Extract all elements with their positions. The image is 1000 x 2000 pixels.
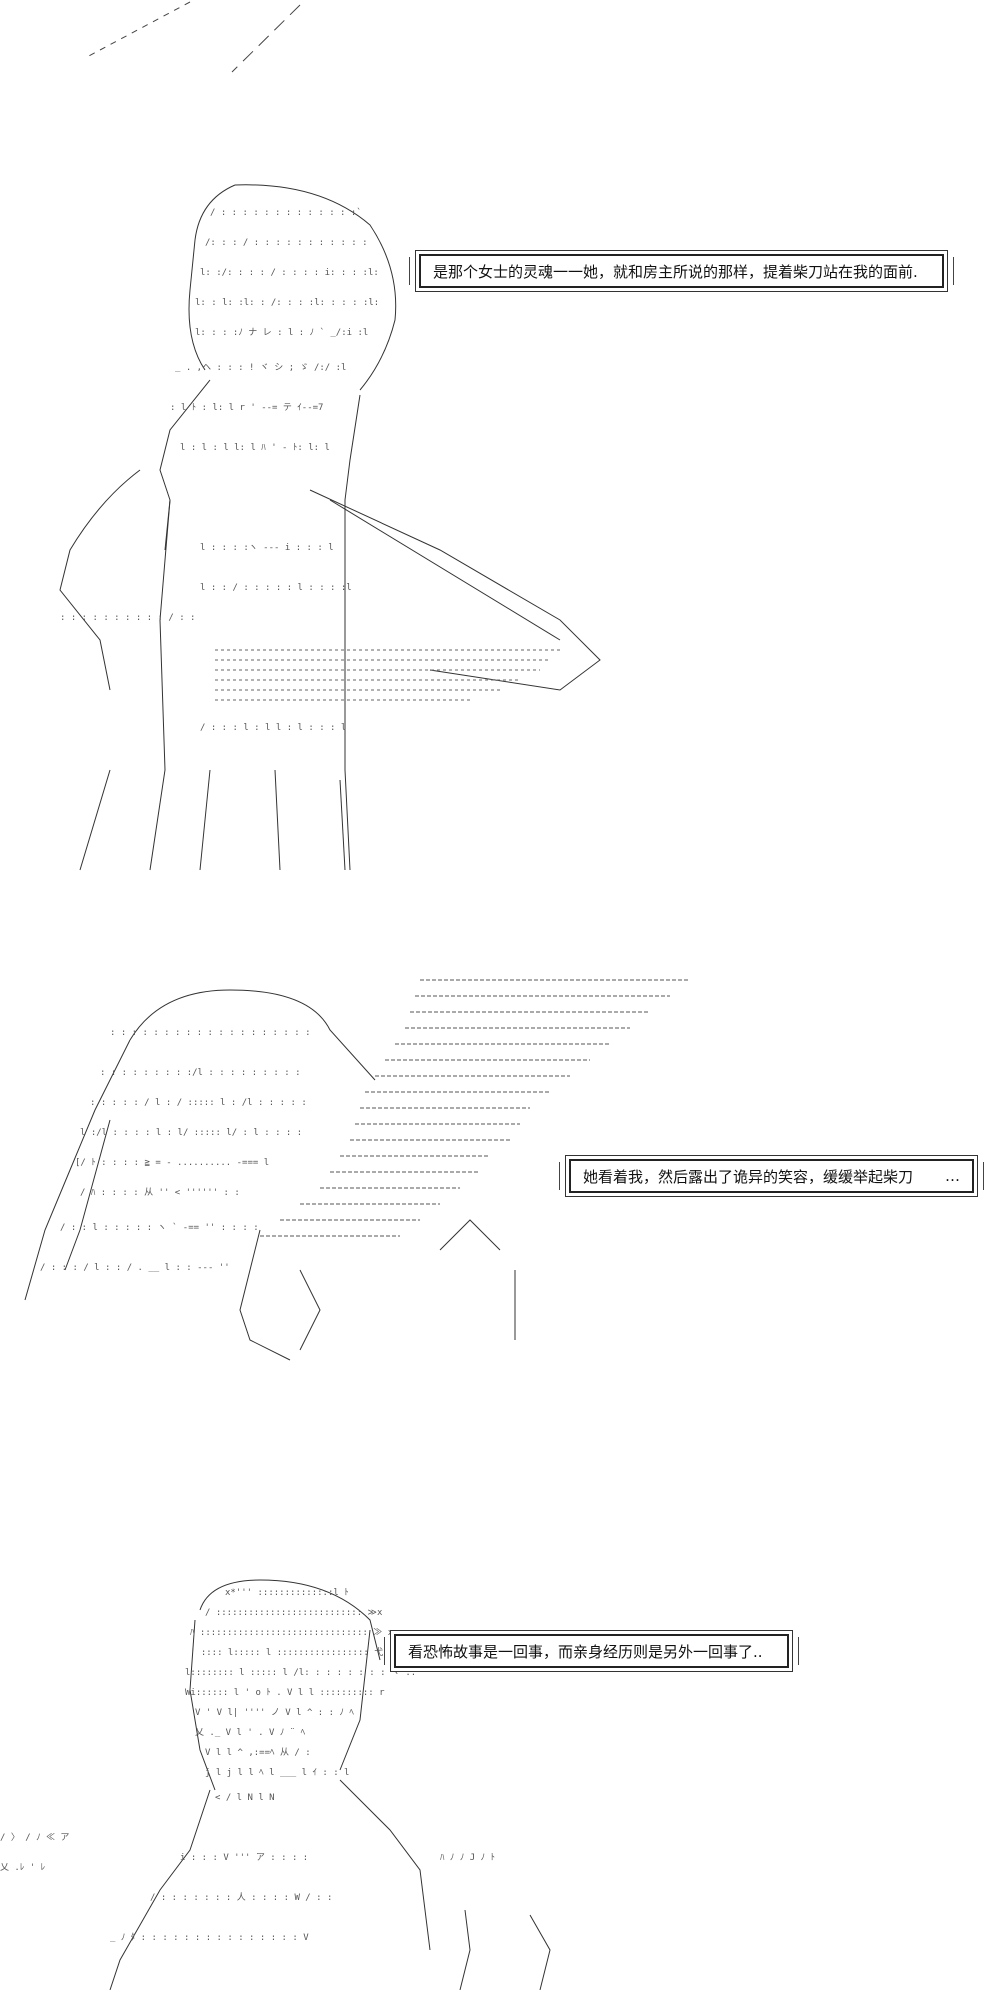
svg-text:l: :/: : : : / : : : : i: : :: l: :/: : : : / : : : : i: : : :l: [200, 268, 379, 278]
svg-text:: : : : : : : : : : / : :: : : : : : : : : : : / : : [60, 613, 195, 623]
machete-woman-ascii-art: / : : : : : : : : : : : : :` /: : : / : … [0, 170, 1000, 900]
svg-text:/ : : : : : : : : : : : : :`: / : : : : : : : : : : : : :` [210, 207, 362, 218]
svg-text:/ :::::::::::::::::::::::::::: / ::::::::::::::::::::::::::: ≫x [205, 1608, 383, 1618]
svg-text:V l l ^ ,:==ﾍ 从 / :: V l l ^ ,:==ﾍ 从 / : [205, 1747, 311, 1758]
svg-text:j l j l l ﾍ l ___ l ｲ : :: j l j l l ﾍ l ___ l ｲ : : l [205, 1768, 349, 1778]
svg-text:V ' V l| '''' ノ V l ^ : : ﾉ: V ' V l| '''' ノ V l ^ : : ﾉ ﾍ [195, 1708, 354, 1718]
svg-text:< / l N l N: < / l N l N [215, 1793, 275, 1803]
svg-text:乂 ._ V l ' . V ﾉ ¨: 乂 ._ V l ' . V ﾉ ¨ ﾍ [195, 1728, 306, 1738]
svg-text:l : : : :ヽ --- i : : : l: l : : : :ヽ --- i : : : l [200, 543, 334, 553]
scene-3: x*''' ::::::::::::::l ﾄ / ::::::::::::::… [0, 1570, 1000, 1990]
svg-text:x*''' ::::::::::::::l ﾄ: x*''' ::::::::::::::l ﾄ [225, 1588, 349, 1598]
svg-text:/ : : l : : : : : ヽ ` -== '' :: / : : l : : : : : ヽ ` -== '' : : : : [60, 1222, 259, 1233]
caption-text: 是那个女士的灵魂一一她，就和房主所说的那样，提着柴刀站在我的面前. [433, 262, 918, 281]
svg-text:_ . ,ヘ : : : ! ヾ シ ; ゞ /:/ :l: _ . ,ヘ : : : ! ヾ シ ; ゞ /:/ :l [175, 363, 346, 373]
svg-text:l :/l : : : : l : l/ ::::: l/: l :/l : : : : l : l/ ::::: l/ : l : : : … [80, 1128, 302, 1138]
svg-text:l: : : :ﾉ ナ レ : l : ﾉ ` _/:i: l: : : :ﾉ ナ レ : l : ﾉ ` _/:i :l [195, 327, 368, 338]
smiling-woman-ascii-art: : : : : : : : : : : : : : : : : : : : : … [0, 970, 1000, 1400]
svg-text:' :::: l::::: l ::::::::::::::: ' :::: l::::: l ::::::::::::::::: 弋 ' [190, 1646, 394, 1658]
svg-text:l:::::::: l ::::: l /l: : : :: l:::::::: l ::::: l /l: : : : : : : : ヽ … [185, 1668, 416, 1678]
speech-bubble: 看恐怖故事是一回事，而亲身经历则是另外一回事了.. [384, 1630, 799, 1672]
caption-text: 看恐怖故事是一回事，而亲身经历则是另外一回事了.. [408, 1642, 763, 1661]
svg-text:Wi:::::: l ' o ﾄ . V l l :::::: Wi:::::: l ' o ﾄ . V l l :::::::::: r [185, 1688, 385, 1698]
scene-2: : : : : : : : : : : : : : : : : : : : : … [0, 970, 1000, 1400]
svg-text:_ ﾉ ﾀ : : : : : : : : : : : :: _ ﾉ ﾀ : : : : : : : : : : : : : : : V [110, 1932, 309, 1943]
svg-text:/ : : : l : l l : l : :: / : : : l : l l : l : : : l [200, 723, 346, 733]
svg-text:: : : : : : : : :/l : : : : :: : : : : : : : : :/l : : : : : : : : : [100, 1068, 300, 1078]
scene-1: / : : : : : : : : : : : : :` /: : : / : … [0, 170, 1000, 900]
svg-text:ﾊ ﾉ ﾉ J ﾉ ﾄ: ﾊ ﾉ ﾉ J ﾉ ﾄ [440, 1853, 495, 1863]
svg-text:ﾊ ::::::::::::::::::::::::::::: ﾊ ::::::::::::::::::::::::::::::: ≫ x [190, 1628, 394, 1638]
svg-text:/: : : / : : : : : : : : : : :: /: : : / : : : : : : : : : : : [205, 238, 368, 248]
svg-text:: : : : : / l : / ::::: l : /l: : : : : : / l : / ::::: l : /l : : : : : [90, 1098, 307, 1108]
caption-text: 她看着我，然后露出了诡异的笑容，缓缓举起柴刀 [583, 1167, 914, 1186]
svg-text:l : : / : : : : : l : : : :l: l : : / : : : : : l : : : :l [200, 583, 352, 593]
top-stroke-art [0, 0, 1000, 90]
svg-text:/ ﾊ : : : : 从 '' < '''''': / ﾊ : : : : 从 '' < '''''' : : [80, 1187, 240, 1198]
svg-text:乂 .ﾚ ' ﾚ: 乂 .ﾚ ' ﾚ [0, 1863, 46, 1873]
svg-text:/ : : : / l : : / . __ l : : -: / : : : / l : : / . __ l : : --- '' [40, 1263, 230, 1273]
svg-text:[/ ﾄ : : : : ≧ = - ..........: [/ ﾄ : : : : ≧ = - .......... -=== l [75, 1158, 269, 1168]
frightened-man-ascii-art: x*''' ::::::::::::::l ﾄ / ::::::::::::::… [0, 1570, 1000, 1990]
svg-text:/ : : : : : : : 人 : : : : W /: / : : : : : : : 人 : : : : W / : : [150, 1892, 332, 1903]
svg-text:l: : l: :l: : /: : : :l: : : :: l: : l: :l: : /: : : :l: : : : :l: [195, 298, 379, 308]
speech-bubble: 她看着我，然后露出了诡异的笑容，缓缓举起柴刀 … [559, 1155, 984, 1197]
svg-text:: l ﾄ : l: l r ' --= テ ｲ--=7: : l ﾄ : l: l r ' --= テ ｲ--=7 [170, 402, 323, 413]
svg-text:/ 〉 / ﾉ ≪ ア: / 〉 / ﾉ ≪ ア [0, 1832, 69, 1843]
svg-text:: : : : : : : : : : : : : : :: : : : : : : : : : : : : : : : : : : : [110, 1028, 310, 1038]
caption-ellipsis: … [945, 1167, 960, 1185]
svg-text:i : : : V ''' ア : : : :: i : : : V ''' ア : : : : [180, 1853, 308, 1863]
svg-text:l : l : l l: l ﾊ ' - ﾄ: l:: l : l : l l: l ﾊ ' - ﾄ: l: l [180, 443, 330, 453]
speech-bubble: 是那个女士的灵魂一一她，就和房主所说的那样，提着柴刀站在我的面前. [409, 250, 954, 292]
